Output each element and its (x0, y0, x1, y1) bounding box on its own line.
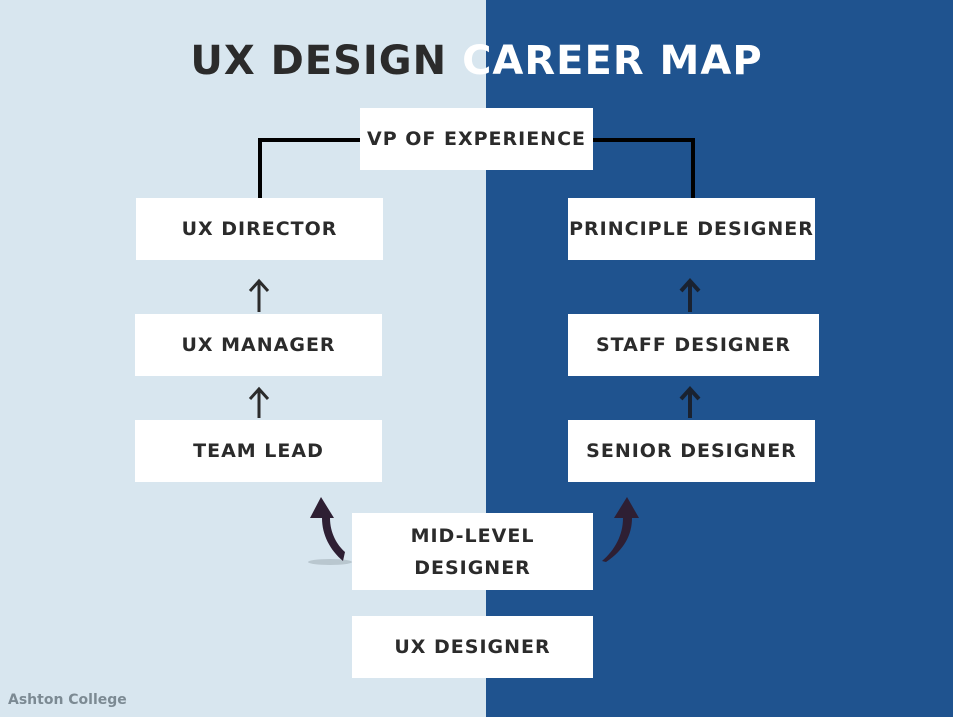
node-ux-designer: UX DESIGNER (352, 616, 593, 678)
curved-arrow-right-icon (602, 497, 639, 562)
node-senior-designer: SENIOR DESIGNER (568, 420, 815, 482)
node-ux-director: UX DIRECTOR (136, 198, 383, 260)
credit-text: Ashton College (8, 692, 127, 708)
up-arrow-icons (248, 278, 270, 418)
title-part-1: UX DESIGN (190, 38, 448, 84)
node-mid-level-designer: MID-LEVEL DESIGNER (352, 513, 593, 590)
arrow-up-icon (679, 386, 701, 418)
curved-arrow-left-icon (310, 497, 345, 561)
connector-right (591, 138, 695, 198)
mid-level-line-2: DESIGNER (414, 556, 531, 579)
node-ux-manager: UX MANAGER (135, 314, 382, 376)
title-part-2: CAREER MAP (462, 38, 763, 84)
connector-left (258, 138, 362, 198)
mid-level-line-1: MID-LEVEL (410, 524, 535, 547)
node-vp-of-experience: VP OF EXPERIENCE (360, 108, 593, 170)
arrow-up-icon (248, 278, 270, 312)
arrow-up-icon (679, 278, 701, 312)
node-team-lead: TEAM LEAD (135, 420, 382, 482)
arrow-up-icon (248, 386, 270, 418)
page-title: UX DESIGN CAREER MAP (0, 38, 953, 84)
node-staff-designer: STAFF DESIGNER (568, 314, 819, 376)
node-principle-designer: PRINCIPLE DESIGNER (568, 198, 815, 260)
